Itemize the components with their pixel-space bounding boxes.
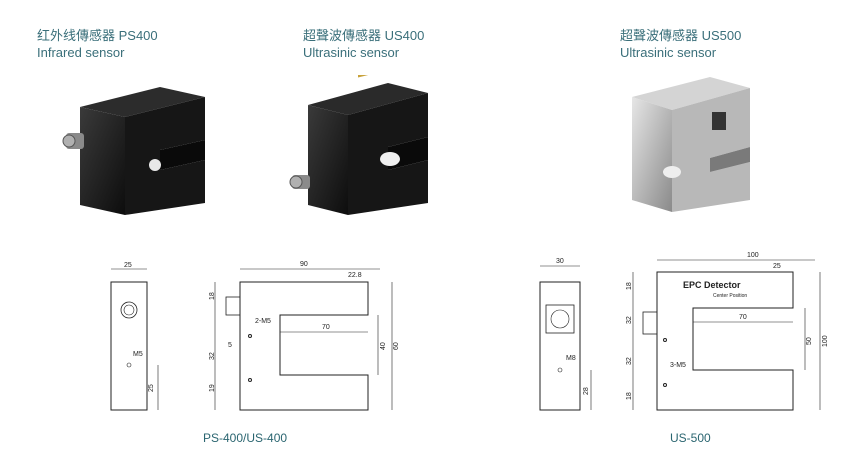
dim-front-height: 100 bbox=[822, 335, 829, 347]
title-cn: 超聲波傳感器 US400 bbox=[303, 28, 425, 43]
dim-front-height: 60 bbox=[393, 342, 400, 350]
dim-front-bottom: 19 bbox=[209, 384, 216, 392]
dim-front-left-bottom: 18 bbox=[626, 392, 633, 400]
dim-front-width: 90 bbox=[300, 261, 308, 268]
dim-front-mid: 32 bbox=[209, 352, 216, 360]
title-cn: 超聲波傳感器 US500 bbox=[620, 28, 742, 43]
dim-front-small: 5 bbox=[228, 342, 232, 349]
dim-front-inner: 40 bbox=[380, 342, 387, 350]
label-front-hole: 3-M5 bbox=[670, 362, 686, 369]
product-title-ps400: 红外线傳感器 PS400 Infrared sensor bbox=[37, 27, 158, 61]
drawing-ps400-us400: 25 M5 25 90 22.8 18 2-M5 70 5 32 19 40 6… bbox=[110, 261, 400, 411]
dim-front-top-right: 25 bbox=[773, 263, 781, 270]
dim-front-top-right: 22.8 bbox=[348, 272, 362, 279]
dim-side-width: 30 bbox=[556, 258, 564, 265]
caption-ps400-us400: PS-400/US-400 bbox=[203, 431, 288, 445]
label-side-mount: M8 bbox=[566, 355, 576, 362]
dim-front-left-top: 18 bbox=[209, 292, 216, 300]
dim-front-width: 100 bbox=[747, 252, 759, 259]
title-en: Ultrasinic sensor bbox=[620, 45, 717, 60]
dim-side-bottom: 28 bbox=[583, 387, 590, 395]
title-en: Ultrasinic sensor bbox=[303, 45, 400, 60]
dim-front-left-low: 32 bbox=[626, 357, 633, 365]
product-title-us500: 超聲波傳感器 US500 Ultrasinic sensor bbox=[620, 27, 741, 61]
product-title-us400: 超聲波傳感器 US400 Ultrasinic sensor bbox=[303, 27, 424, 61]
dim-side-bottom: 25 bbox=[148, 384, 155, 392]
side-view bbox=[110, 281, 148, 411]
label-front-hole: 2-M5 bbox=[255, 318, 271, 325]
us400-photo bbox=[289, 75, 428, 215]
epc-sublabel: Center Position bbox=[713, 293, 747, 299]
ps400-photo bbox=[62, 87, 205, 215]
label-side-mount: M5 bbox=[133, 351, 143, 358]
dim-front-left-mid: 32 bbox=[626, 316, 633, 324]
title-en: Infrared sensor bbox=[37, 45, 125, 60]
epc-label: EPC Detector bbox=[683, 280, 741, 290]
dim-side-width: 25 bbox=[124, 262, 132, 269]
dim-front-left-top: 18 bbox=[626, 282, 633, 290]
title-cn: 红外线傳感器 PS400 bbox=[37, 28, 158, 43]
dim-front-gap: 70 bbox=[322, 324, 330, 331]
dim-front-inner: 50 bbox=[806, 337, 813, 345]
front-view bbox=[656, 271, 794, 411]
dim-front-gap: 70 bbox=[739, 314, 747, 321]
us500-photo bbox=[632, 77, 750, 212]
front-view bbox=[239, 281, 369, 411]
side-view bbox=[539, 281, 581, 411]
caption-us500: US-500 bbox=[670, 431, 711, 445]
drawing-us500: 30 M8 28 100 25 EPC Detector Center Posi… bbox=[539, 252, 829, 411]
